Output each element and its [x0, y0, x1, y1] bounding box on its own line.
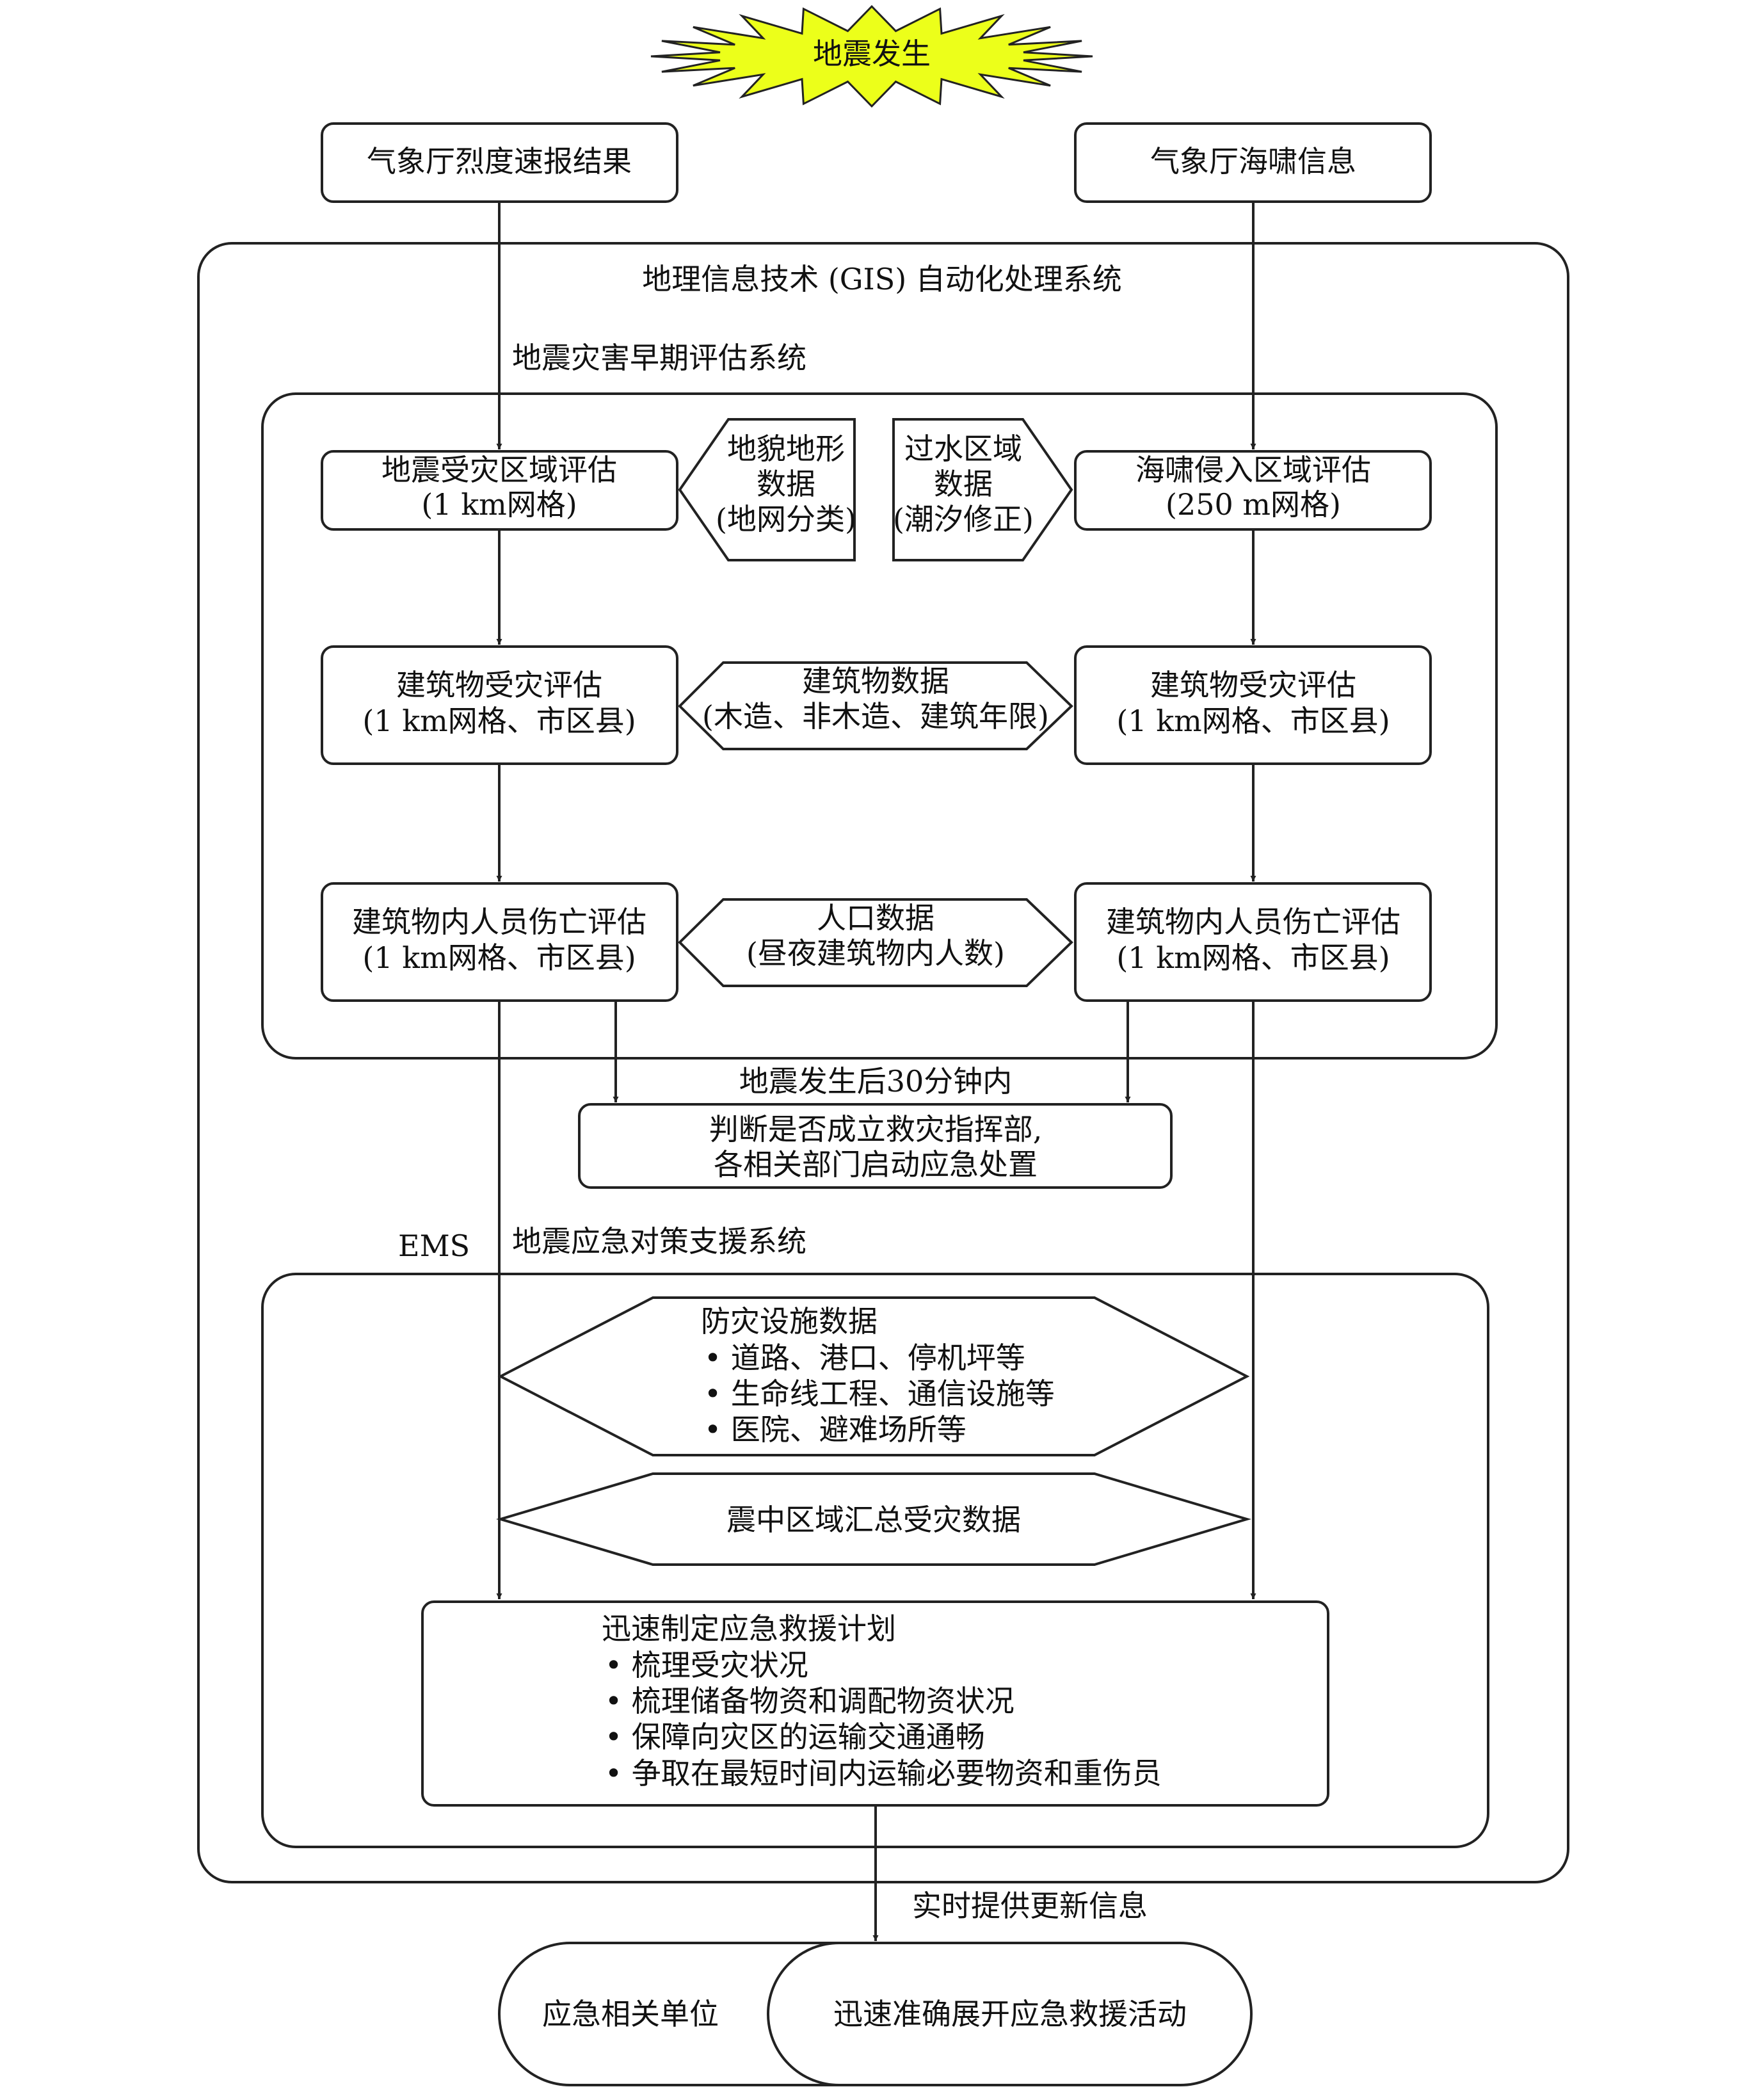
- right-building-eval-title: 建筑物受灾评估: [1150, 668, 1356, 702]
- tsunami-info-label: 气象厅海啸信息: [1150, 144, 1356, 179]
- start-label: 地震发生: [813, 36, 931, 71]
- rescue-plan-title: 迅速制定应急救援计划: [602, 1611, 896, 1646]
- right-casualty-eval-grid: (1 km网格、市区县): [1116, 940, 1390, 975]
- tsunami-area-eval-grid: (250 m网格): [1166, 487, 1341, 522]
- population-data-line-2: (昼夜建筑物内人数): [746, 936, 1005, 971]
- damage-summary-label: 震中区域汇总受灾数据: [726, 1503, 1021, 1537]
- early-system-label: 地震灾害早期评估系统: [512, 341, 806, 375]
- building-data-line-2: (木造、非木造、建筑年限): [702, 699, 1049, 734]
- facility-data-item-1: • 道路、港口、停机坪等: [704, 1341, 1025, 1375]
- early-system-frame: [261, 392, 1498, 1060]
- building-data-shape: [678, 661, 1073, 750]
- flood-data-line-2: 数据: [934, 467, 993, 501]
- quake-area-eval-title: 地震受灾区域评估: [381, 453, 617, 487]
- left-casualty-eval-grid: (1 km网格、市区县): [362, 940, 636, 975]
- tsunami-area-eval-title: 海啸侵入区域评估: [1135, 453, 1371, 487]
- facility-data-item-3: • 医院、避难场所等: [704, 1412, 966, 1447]
- time-note: 地震发生后30分钟内: [739, 1064, 1013, 1099]
- decision-box: [578, 1103, 1173, 1189]
- terrain-data-line-1: 地貌地形: [727, 431, 845, 466]
- rescue-activity-label: 迅速准确展开应急救援活动: [833, 1997, 1187, 2031]
- population-data-shape: [678, 898, 1073, 987]
- ems-system-label: 地震应急对策支援系统: [512, 1224, 806, 1259]
- decision-line-1: 判断是否成立救灾指挥部,: [709, 1112, 1043, 1147]
- flood-data-line-3: (潮汐修正): [893, 502, 1034, 536]
- right-casualty-eval-title: 建筑物内人员伤亡评估: [1106, 905, 1400, 939]
- rescue-plan-item-2: • 梳理储备物资和调配物资状况: [605, 1684, 1014, 1718]
- intensity-report-label: 气象厅烈度速报结果: [367, 144, 632, 179]
- damage-summary-shape: [496, 1472, 1251, 1566]
- population-data-line-1: 人口数据: [817, 901, 934, 935]
- rescue-plan-item-1: • 梳理受灾状况: [605, 1648, 808, 1682]
- gis-system-label: 地理信息技术 (GIS) 自动化处理系统: [642, 262, 1122, 296]
- terrain-data-line-3: (地网分类): [716, 502, 856, 536]
- decision-line-2: 各相关部门启动应急处置: [714, 1147, 1038, 1182]
- building-data-line-1: 建筑物数据: [802, 664, 949, 698]
- left-building-eval-grid: (1 km网格、市区县): [362, 704, 636, 738]
- facility-data-title: 防灾设施数据: [701, 1304, 878, 1339]
- facility-data-item-2: • 生命线工程、通信设施等: [704, 1376, 1055, 1411]
- ems-label: EMS: [398, 1229, 470, 1263]
- gis-system-frame: [197, 242, 1569, 1883]
- flood-data-shape: [892, 418, 1073, 561]
- emergency-units-label: 应急相关单位: [542, 1997, 719, 2031]
- update-note: 实时提供更新信息: [912, 1889, 1148, 1923]
- left-casualty-eval-title: 建筑物内人员伤亡评估: [352, 905, 646, 939]
- quake-area-eval-grid: (1 km网格): [421, 487, 577, 522]
- rescue-plan-item-4: • 争取在最短时间内运输必要物资和重伤员: [605, 1756, 1162, 1791]
- terrain-data-line-2: 数据: [757, 467, 815, 501]
- rescue-activity-shape: [767, 1942, 1253, 2086]
- flood-data-line-1: 过水区域: [904, 431, 1022, 466]
- rescue-plan-item-3: • 保障向灾区的运输交通通畅: [605, 1720, 985, 1754]
- left-building-eval-title: 建筑物受灾评估: [396, 668, 602, 702]
- terrain-data-shape: [678, 418, 856, 561]
- start-burst: [650, 4, 1093, 108]
- facility-data-shape: [497, 1296, 1250, 1456]
- right-building-eval-grid: (1 km网格、市区县): [1116, 704, 1390, 738]
